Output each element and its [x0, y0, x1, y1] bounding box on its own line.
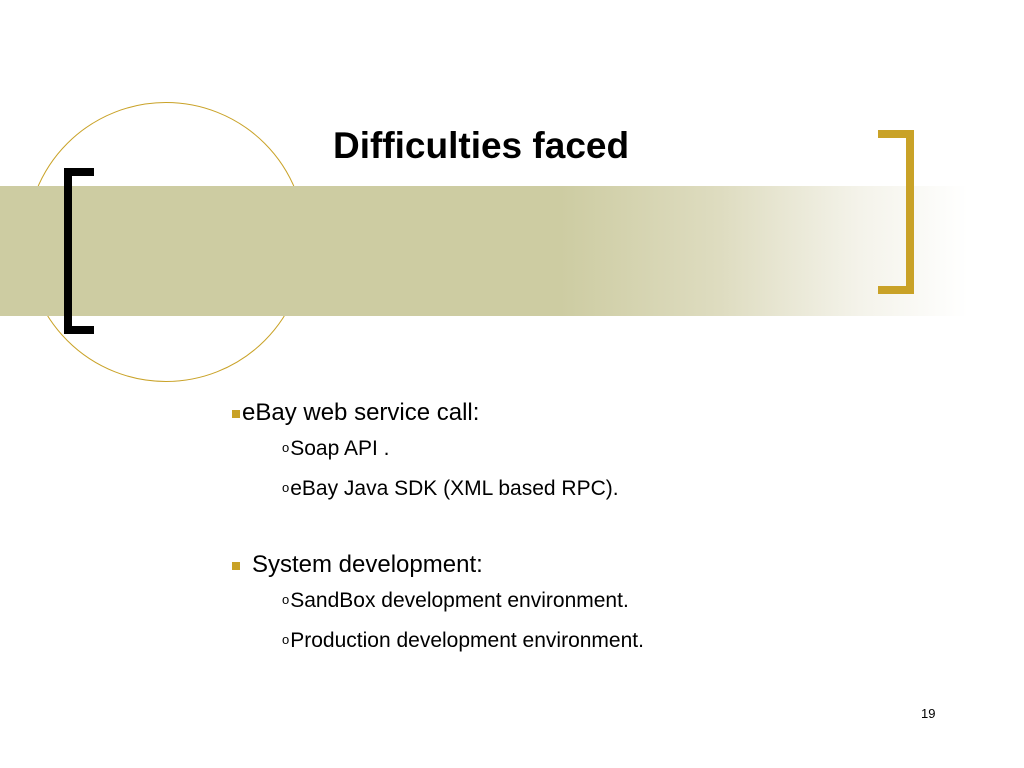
right-bracket-decoration — [878, 130, 914, 294]
sub-list-item: oSoap API . — [282, 430, 952, 470]
spacer — [232, 510, 952, 548]
hollow-circle-bullet-icon: o — [282, 592, 290, 607]
sub-list: oSoap API . oeBay Java SDK (XML based RP… — [282, 430, 952, 510]
list-item: System development: — [232, 548, 952, 582]
hollow-circle-bullet-icon: o — [282, 480, 290, 495]
bullet-list: eBay web service call: oSoap API . oeBay… — [232, 396, 952, 662]
title-band — [0, 186, 968, 316]
page-number: 19 — [921, 706, 936, 721]
sub-list-item: oProduction development environment. — [282, 622, 952, 662]
list-item: eBay web service call: — [232, 396, 952, 430]
sub-list-item: oeBay Java SDK (XML based RPC). — [282, 470, 952, 510]
square-bullet-icon — [232, 410, 240, 418]
bullet-text: eBay web service call: — [242, 399, 480, 426]
sub-bullet-text: Production development environment. — [290, 629, 644, 652]
sub-list-item: oSandBox development environment. — [282, 582, 952, 622]
sub-bullet-text: SandBox development environment. — [290, 589, 629, 612]
sub-bullet-text: Soap API . — [290, 437, 390, 460]
left-bracket-decoration — [64, 168, 94, 334]
bullet-text: System development: — [252, 551, 483, 578]
sub-list: oSandBox development environment. oProdu… — [282, 582, 952, 662]
hollow-circle-bullet-icon: o — [282, 632, 290, 647]
sub-bullet-text: eBay Java SDK (XML based RPC). — [290, 477, 619, 500]
slide-title: Difficulties faced — [333, 125, 630, 166]
hollow-circle-bullet-icon: o — [282, 440, 290, 455]
square-bullet-icon — [232, 562, 240, 570]
